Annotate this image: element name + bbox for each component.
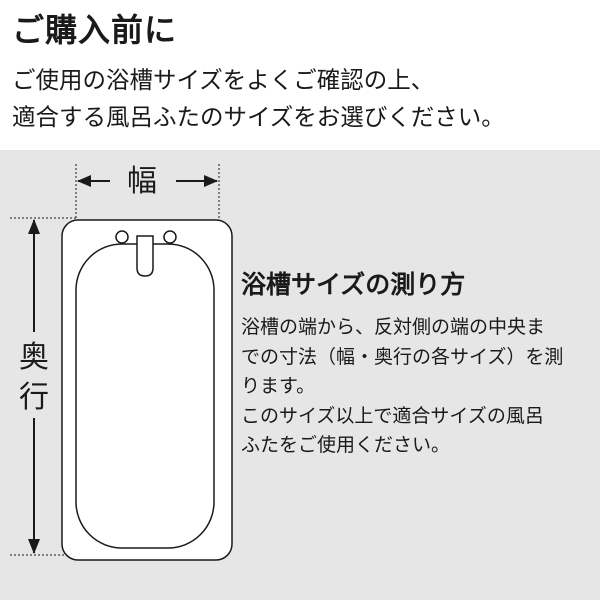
depth-label-char: 行 (19, 380, 49, 415)
header-section: ご購入前に ご使用の浴槽サイズをよくご確認の上、 適合する風呂ふたのサイズをお選… (0, 0, 600, 150)
measure-title: 浴槽サイズの測り方 (241, 270, 466, 299)
depth-arrowhead-bottom (28, 539, 40, 554)
measurement-panel: 幅 奥 行 浴槽サイズの測り方 浴槽の端から、反対側の端の中央ま での寸法（幅・… (0, 150, 600, 600)
depth-label-char: 奥 (19, 340, 49, 375)
instruction-line: このサイズ以上で適合サイズの風呂 (241, 404, 544, 427)
depth-label: 奥 行 (15, 338, 53, 418)
instruction-line: 浴槽の端から、反対側の端の中央ま (241, 316, 546, 338)
width-label: 幅 (122, 162, 162, 202)
bathtub-diagram (10, 164, 233, 561)
depth-arrowhead-top (28, 219, 40, 234)
drain-tab (136, 235, 154, 277)
instruction-line: ります。 (241, 375, 316, 397)
faucet-hole-left (115, 230, 129, 244)
intro-line: ご使用の浴槽サイズをよくご確認の上、 (12, 66, 435, 94)
width-arrowhead-right (204, 175, 218, 187)
intro-text: ご使用の浴槽サイズをよくご確認の上、 適合する風呂ふたのサイズをお選びください。 (12, 62, 592, 136)
faucet-hole-right (163, 230, 177, 244)
instruction-line: ふたをご使用ください。 (241, 434, 451, 456)
bathtub-basin (75, 243, 215, 549)
intro-line: 適合する風呂ふたのサイズをお選びください。 (12, 103, 505, 131)
measure-instructions: 浴槽の端から、反対側の端の中央ま での寸法（幅・奥行の各サイズ）を測 ります。 … (241, 313, 596, 461)
instruction-line: での寸法（幅・奥行の各サイズ）を測 (241, 345, 564, 368)
width-arrowhead-left (77, 175, 91, 187)
page-title: ご購入前に (12, 11, 178, 49)
